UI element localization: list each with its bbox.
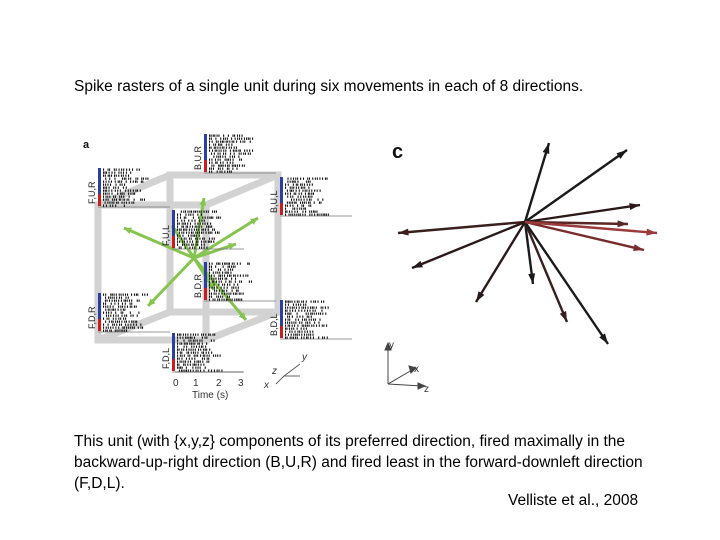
raster-block: F,D,R <box>87 293 170 333</box>
raster-label: F,D,L <box>161 348 171 369</box>
panel-a-label: a <box>83 139 90 151</box>
raster-block: B,D,L <box>269 300 352 340</box>
raster-block: B,U,R <box>193 134 276 174</box>
raster-block: F,U,L <box>161 210 244 250</box>
axis-c-x: x <box>414 364 419 375</box>
raster-label: B,U,L <box>269 190 279 213</box>
raster-label: B,U,R <box>193 145 203 170</box>
citation: Velliste et al., 2008 <box>508 492 639 509</box>
axis-a-x: x <box>263 380 270 391</box>
raster-label: F,U,L <box>161 225 171 246</box>
axis-c-z: z <box>424 384 429 395</box>
time-axis: 0 1 2 3 Time (s) <box>173 371 244 401</box>
raster-label: B,D,L <box>269 313 279 336</box>
preferred-direction-arrows <box>397 142 658 345</box>
panel-c: c y x z <box>384 141 658 395</box>
slide-title: Spike rasters of a single unit during si… <box>74 78 584 95</box>
raster-block: B,D,R <box>193 262 276 302</box>
slide-body: This unit (with {x,y,z} components of it… <box>74 433 643 492</box>
axes-c <box>384 341 427 390</box>
raster-group: B,U,R F,U,R B,U,L F,U,L B,D,R F,D,R B,D,L F,D,L <box>87 134 352 373</box>
direction-arrows <box>123 197 259 321</box>
axis-c-y: y <box>389 340 394 351</box>
time-axis-label: Time (s) <box>192 390 228 401</box>
axis-a-y: y <box>301 352 308 363</box>
raster-label: B,D,R <box>193 273 203 298</box>
raster-block: F,U,R <box>87 168 170 208</box>
raster-label: F,D,R <box>87 306 97 329</box>
panel-c-label: c <box>392 141 403 163</box>
raster-label: F,U,R <box>87 181 97 204</box>
time-tick-2: 2 <box>216 378 222 389</box>
time-tick-0: 0 <box>173 378 179 389</box>
raster-block: B,U,L <box>269 177 352 217</box>
panel-a: a B,U,R F,U,R B,U,L F,U,L B,D,R F,D,R B,D,L F,D… <box>83 134 352 401</box>
axis-a-z: z <box>271 366 277 377</box>
axes-a <box>275 363 301 385</box>
time-tick-3: 3 <box>238 378 244 389</box>
time-tick-1: 1 <box>193 378 199 389</box>
